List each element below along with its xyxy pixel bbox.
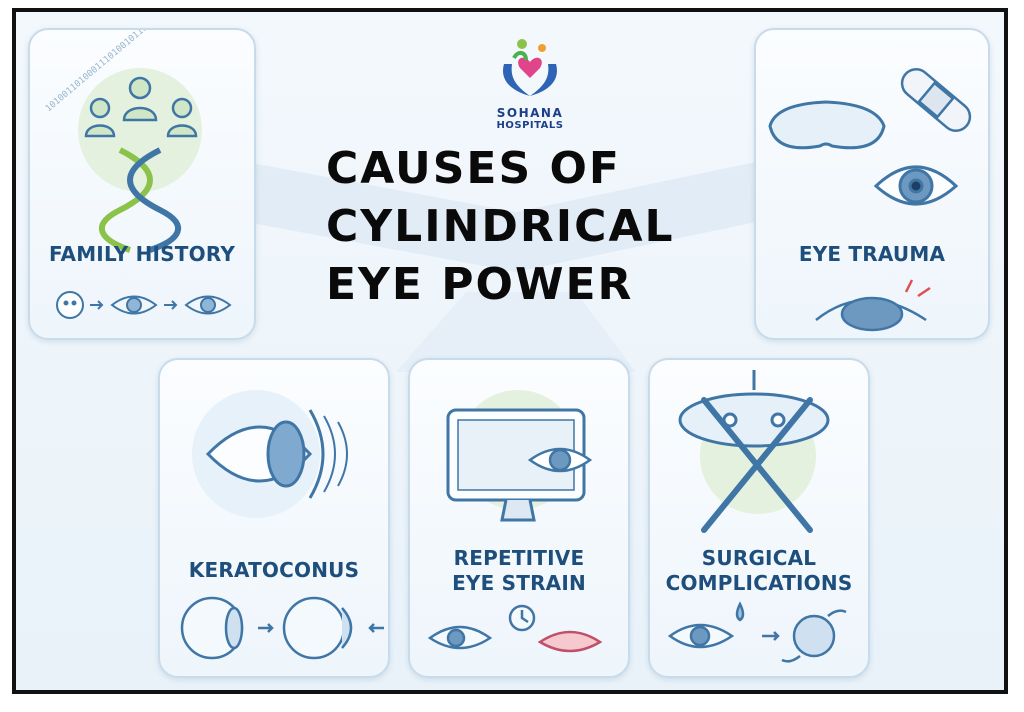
eye-trauma-illustration bbox=[768, 68, 972, 332]
family-people-icon bbox=[84, 76, 198, 138]
hospital-logo: SOHANA HOSPITALS bbox=[486, 34, 574, 134]
baby-to-eye-sequence-icon bbox=[56, 291, 232, 319]
keratoconus-illustration bbox=[180, 390, 384, 660]
background-rays bbox=[246, 162, 756, 372]
card-surgical-complications: SURGICAL COMPLICATIONS bbox=[648, 358, 870, 678]
family-history-illustration: 1010011010001110100101101 bbox=[44, 30, 232, 319]
rubbing-eye-clock-icon bbox=[427, 604, 603, 653]
eye-strain-label-line-2: EYE STRAIN bbox=[452, 571, 586, 595]
card-keratoconus: KERATOCONUS bbox=[158, 358, 390, 678]
safety-goggles-icon bbox=[768, 100, 886, 150]
keratoconus-label: KERATOCONUS bbox=[188, 558, 360, 582]
card-eye-trauma: EYE TRAUMA bbox=[754, 28, 990, 340]
cornea-change-icon bbox=[180, 596, 384, 660]
eye-to-lens-icon bbox=[667, 601, 847, 663]
eye-strain-label-line-1: REPETITIVE bbox=[453, 546, 585, 570]
hands-heart-logo-icon bbox=[503, 39, 557, 96]
page-title: CAUSES OF CYLINDRICAL EYE POWER bbox=[326, 140, 726, 314]
family-history-label: FAMILY HISTORY bbox=[48, 242, 236, 266]
title-line-2: CYLINDRICAL bbox=[326, 201, 675, 252]
bandage-icon bbox=[900, 68, 972, 132]
cone-eye-icon bbox=[205, 409, 348, 499]
title-line-3: EYE POWER bbox=[326, 259, 634, 310]
eye-icon bbox=[873, 165, 959, 206]
injured-eye-icon bbox=[815, 279, 931, 332]
brand-name: SOHANA bbox=[496, 106, 564, 120]
card-family-history: 1010011010001110100101101 FAMILY HISTORY bbox=[28, 28, 256, 340]
brand-sub: HOSPITALS bbox=[496, 120, 564, 131]
eye-trauma-label: EYE TRAUMA bbox=[798, 242, 946, 266]
dna-helix-icon bbox=[98, 147, 182, 253]
surgical-illustration bbox=[667, 370, 847, 663]
screen-eye-icon bbox=[527, 447, 593, 473]
eye-strain-illustration bbox=[427, 390, 603, 653]
surgical-label-line-2: COMPLICATIONS bbox=[665, 571, 853, 595]
title-line-1: CAUSES OF bbox=[326, 143, 621, 194]
infographic-frame: SOHANA HOSPITALS CAUSES OF CYLINDRICAL E… bbox=[12, 8, 1008, 694]
crossed-scalpels-icon bbox=[701, 397, 813, 533]
card-eye-strain: REPETITIVE EYE STRAIN bbox=[408, 358, 630, 678]
surgical-label-line-1: SURGICAL bbox=[701, 546, 817, 570]
